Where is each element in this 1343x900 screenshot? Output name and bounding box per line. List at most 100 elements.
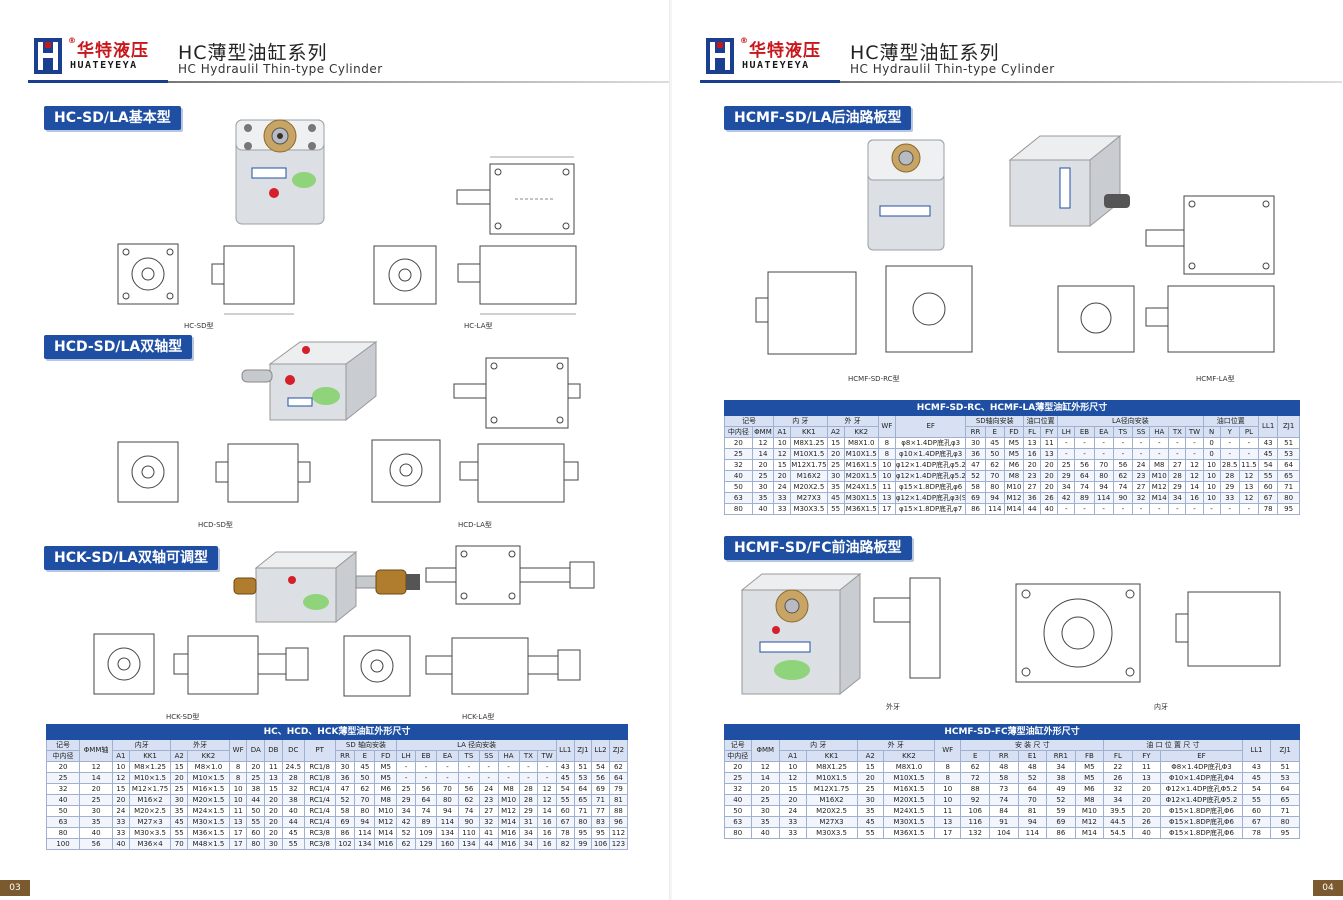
table-cell: -	[1074, 503, 1095, 515]
table-cell: -	[537, 761, 557, 773]
table-cell: 20	[1131, 783, 1162, 795]
table-cell: 62	[984, 459, 1005, 471]
table-cell: 80	[1270, 816, 1300, 828]
table-cell: 29	[396, 794, 416, 806]
table-cell: 33	[773, 492, 792, 504]
table-cell: 114	[354, 827, 376, 839]
brand-name-cn: ®华特液压	[740, 36, 821, 61]
table-cell: RC1/8	[303, 772, 336, 784]
page-number: 03	[0, 880, 30, 896]
table-cell: 94	[1017, 816, 1048, 828]
table-cell: 8	[228, 772, 248, 784]
table-cell: 55	[555, 794, 575, 806]
page-title-en: HC Hydraulil Thin-type Cylinder	[850, 62, 1055, 76]
table-cell: 12	[537, 794, 557, 806]
table-cell: 20	[79, 783, 114, 795]
table-cell: 12	[751, 437, 775, 449]
table-cell: M8×1.25	[128, 761, 172, 773]
right-page: ®华特液压 HUATEYEYA HC薄型油缸系列 HC Hydraulil Th…	[672, 0, 1343, 900]
table-cell: φ12×1.4DP底孔φ3(SD) φ15×1.8DP底孔φ7(LA)	[894, 492, 967, 504]
table-cell: φ12×1.4DP底孔φ5.2	[894, 470, 967, 482]
table-cell: 134	[457, 838, 480, 850]
table-cell: -	[518, 761, 539, 773]
table-cell: 112	[608, 827, 629, 839]
table-cell: 11	[228, 805, 248, 817]
th-sd: SD 轴向安装	[334, 739, 398, 751]
table-cell: 52	[334, 794, 356, 806]
huateyeya-logo-icon	[34, 38, 62, 74]
table-cell: 47	[965, 459, 986, 471]
table-cell: 60	[246, 827, 266, 839]
th-eb: EB	[1074, 426, 1095, 438]
hcmf-top-drawing	[1145, 195, 1275, 275]
table-cell: 17	[228, 827, 248, 839]
table-cell: 54	[555, 783, 575, 795]
th-ll1: LL1	[1241, 739, 1272, 762]
table-cell: -	[1132, 437, 1151, 449]
table-cell: 67	[1258, 492, 1279, 504]
table-cell: 106	[591, 838, 610, 850]
table-cell: M27×3	[128, 816, 172, 828]
table-cell: 56	[1112, 459, 1134, 471]
table-cell: -	[1238, 503, 1260, 515]
th-ll2: LL2	[591, 739, 610, 762]
table-cell: 33	[112, 827, 130, 839]
table-cell: M14	[374, 827, 398, 839]
table-cell: 8	[877, 437, 896, 449]
table-cell: 35	[750, 816, 781, 828]
table-cell: 64	[1017, 783, 1048, 795]
table-cell: 43	[1258, 437, 1279, 449]
table-cell: 20	[112, 794, 130, 806]
table-cell: 35	[826, 481, 845, 493]
th-outer: 外 牙	[856, 739, 935, 751]
table-cell: 25	[79, 794, 114, 806]
table-cell: 26	[1040, 492, 1059, 504]
table-cell: φ12×1.4DP底孔φ5.2	[894, 459, 967, 471]
table-cell: M27X3	[790, 492, 828, 504]
table-cell: M30X3.5	[805, 827, 858, 839]
table-cell: 36	[334, 772, 356, 784]
caption-hcd-sd: HCD-SD型	[198, 521, 233, 529]
caption-hc-sd: HC-SD型	[184, 322, 214, 330]
hc-spec-table: HC、HCD、HCK薄型油缸外形尺寸 记号 ΦMM轴 内牙 外牙 WF DA D…	[45, 724, 629, 850]
table-cell: 13	[1131, 772, 1162, 784]
table-cell: 52	[1046, 794, 1076, 806]
table-cell: 20	[724, 761, 752, 773]
table-cell: 104	[989, 827, 1019, 839]
table-cell: 55	[826, 503, 845, 515]
section-label-hcmf-sd-la: HCMF-SD/LA后油路板型	[724, 106, 912, 130]
table-cell: 10	[1202, 481, 1221, 493]
table-cell: 102	[334, 838, 356, 850]
table-cell: 12	[1238, 492, 1260, 504]
table-cell: 15	[856, 761, 884, 773]
table-cell: 32	[1103, 783, 1133, 795]
hc-table-title: HC、HCD、HCK薄型油缸外形尺寸	[46, 724, 628, 740]
th-e: E	[354, 750, 376, 762]
table-cell: 32	[724, 459, 753, 471]
table-cell: 92	[960, 794, 990, 806]
th-ll1: LL1	[555, 739, 575, 762]
table-cell: 43	[555, 761, 575, 773]
th-kk1: KK1	[805, 750, 858, 762]
table-cell: 25	[750, 794, 781, 806]
table-cell: 12	[1238, 470, 1260, 482]
table-cell: 20	[1040, 459, 1059, 471]
table-cell: 29	[1057, 470, 1076, 482]
th-rr: RR	[965, 426, 986, 438]
th-a1: A1	[112, 750, 130, 762]
table-cell: 71	[591, 794, 610, 806]
table-cell: 15	[170, 761, 188, 773]
section-label-hcmf-sd-fc: HCMF-SD/FC前油路板型	[724, 536, 912, 560]
table-cell: Φ12×1.4DP底孔Φ5.2	[1160, 794, 1243, 806]
th-rr: RR	[989, 750, 1019, 762]
table-cell: 40	[751, 503, 775, 515]
table-cell: 13	[1023, 437, 1042, 449]
table-cell: 70	[984, 470, 1005, 482]
table-cell: 45	[856, 816, 884, 828]
table-cell: 25	[246, 772, 266, 784]
hcmf-sd-fc-cylinder-photo	[740, 572, 941, 696]
